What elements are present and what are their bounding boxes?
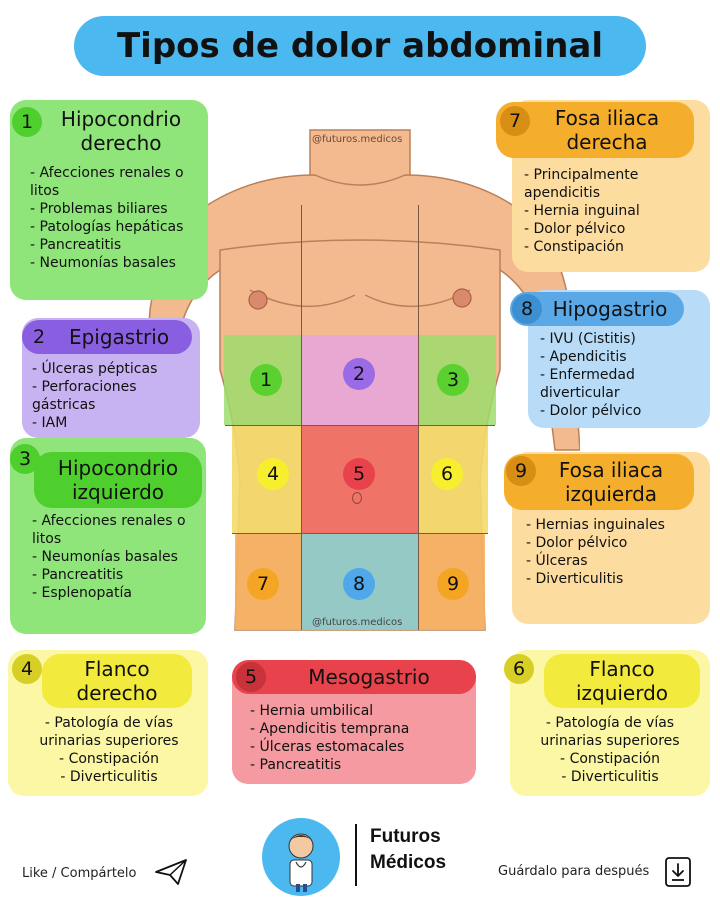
card-4-title: Flanco derecho	[42, 654, 192, 708]
card-8-number: 8	[512, 294, 542, 324]
list-item: Diverticulitis	[526, 570, 702, 588]
zone-label-1: 1	[250, 364, 282, 396]
card-2-title-text: Epigastrio	[68, 325, 170, 349]
grid-line-horizontal-bottom	[232, 533, 488, 534]
card-6-title: Flanco izquierdo	[544, 654, 700, 708]
card-7-list: Principalmente apendicitis Hernia inguin…	[524, 166, 704, 256]
list-item: Úlceras estomacales	[250, 738, 474, 756]
list-item: Dolor pélvico	[540, 402, 706, 420]
card-5-title-text: Mesogastrio	[308, 665, 430, 689]
list-item: Hernia umbilical	[250, 702, 474, 720]
page-title: Tipos de dolor abdominal	[74, 16, 646, 76]
list-item: Dolor pélvico	[526, 534, 702, 552]
zone-label-3: 3	[437, 364, 469, 396]
card-3-title-text: Hipocondrio izquierdo	[57, 456, 179, 504]
card-9-title-text: Fosa iliaca izquierda	[558, 458, 664, 506]
list-item: Constipación	[14, 750, 204, 768]
list-item: Esplenopatía	[32, 584, 202, 602]
brand-name-line-1: Futuros	[370, 826, 441, 847]
list-item: Úlceras	[526, 552, 702, 570]
list-item: Principalmente apendicitis	[524, 166, 704, 202]
card-9-list: Hernias inguinales Dolor pélvico Úlceras…	[526, 516, 702, 588]
list-item: IVU (Cistitis)	[540, 330, 706, 348]
list-item: Neumonías basales	[30, 254, 206, 272]
card-4-list: Patología de vías urinarias superiores C…	[14, 714, 204, 786]
card-5-title: Mesogastrio	[232, 660, 476, 694]
list-item: Pancreatitis	[30, 236, 206, 254]
zone-label-7: 7	[247, 568, 279, 600]
brand-logo	[262, 818, 340, 896]
watermark-top: @futuros.medicos	[312, 134, 403, 145]
card-1-number: 1	[12, 107, 42, 137]
list-item: Afecciones renales o litos	[30, 164, 206, 200]
list-item: Hernia inguinal	[524, 202, 704, 220]
card-3-title: Hipocondrio izquierdo	[34, 452, 202, 508]
logo-divider	[355, 824, 357, 886]
like-share-text: Like / Compártelo	[22, 866, 137, 881]
card-8-list: IVU (Cistitis) Apendicitis Enfermedad di…	[540, 330, 706, 420]
list-item: IAM	[32, 414, 194, 432]
card-1-title: Hipocondrio derecho	[10, 104, 202, 158]
list-item: Úlceras pépticas	[32, 360, 194, 378]
list-item: Patología de vías urinarias superiores	[514, 714, 706, 750]
card-3-list: Afecciones renales o litos Neumonías bas…	[32, 512, 202, 602]
list-item: Dolor pélvico	[524, 220, 704, 238]
list-item: Hernias inguinales	[526, 516, 702, 534]
list-item: Perforaciones gástricas	[32, 378, 194, 414]
save-icon[interactable]	[664, 856, 692, 888]
card-2-number: 2	[24, 322, 54, 352]
watermark-bottom: @futuros.medicos	[312, 617, 403, 628]
card-6-list: Patología de vías urinarias superiores C…	[514, 714, 706, 786]
card-1-title-text: Hipocondrio derecho	[60, 107, 182, 155]
card-5-number: 5	[236, 662, 266, 692]
zone-label-4: 4	[257, 458, 289, 490]
zone-label-2: 2	[343, 358, 375, 390]
brand-name-line-2: Médicos	[370, 852, 447, 873]
torso-diagram: @futuros.medicos @futuros.medicos 1 2 3 …	[139, 120, 581, 640]
list-item: Apendicitis temprana	[250, 720, 474, 738]
list-item: Neumonías basales	[32, 548, 202, 566]
card-9-number: 9	[506, 456, 536, 486]
zone-label-8: 8	[343, 568, 375, 600]
card-4-title-text: Flanco derecho	[76, 657, 158, 705]
list-item: Patología de vías urinarias superiores	[14, 714, 204, 750]
card-9-title: Fosa iliaca izquierda	[504, 454, 694, 510]
grid-line-vertical-right	[418, 205, 419, 630]
save-for-later-text: Guárdalo para después	[498, 864, 650, 879]
card-7-title: Fosa iliaca derecha	[496, 102, 694, 158]
card-2-list: Úlceras pépticas Perforaciones gástricas…	[32, 360, 194, 432]
card-3-number: 3	[10, 444, 40, 474]
list-item: Pancreatitis	[32, 566, 202, 584]
card-1-list: Afecciones renales o litos Problemas bil…	[30, 164, 206, 272]
card-6-title-text: Flanco izquierdo	[575, 657, 669, 705]
list-item: Apendicitis	[540, 348, 706, 366]
list-item: Diverticulitis	[14, 768, 204, 786]
list-item: Constipación	[514, 750, 706, 768]
list-item: Patologías hepáticas	[30, 218, 206, 236]
list-item: Enfermedad diverticular	[540, 366, 706, 402]
doctor-avatar-icon	[288, 833, 314, 892]
list-item: Diverticulitis	[514, 768, 706, 786]
card-7-title-text: Fosa iliaca derecha	[554, 106, 660, 154]
list-item: Problemas biliares	[30, 200, 206, 218]
list-item: Afecciones renales o litos	[32, 512, 202, 548]
navel	[352, 492, 362, 504]
grid-line-vertical-left	[301, 205, 302, 630]
card-2-title: Epigastrio	[22, 320, 192, 354]
card-8-title-text: Hipogastrio	[552, 297, 668, 321]
grid-line-horizontal-top	[225, 425, 495, 426]
zone-label-6: 6	[431, 458, 463, 490]
zone-label-9: 9	[437, 568, 469, 600]
card-6-number: 6	[504, 654, 534, 684]
card-7-number: 7	[500, 106, 530, 136]
zone-label-5: 5	[343, 458, 375, 490]
list-item: Pancreatitis	[250, 756, 474, 774]
card-5-list: Hernia umbilical Apendicitis temprana Úl…	[250, 702, 474, 774]
card-4-number: 4	[12, 654, 42, 684]
list-item: Constipación	[524, 238, 704, 256]
send-icon[interactable]	[154, 858, 188, 886]
